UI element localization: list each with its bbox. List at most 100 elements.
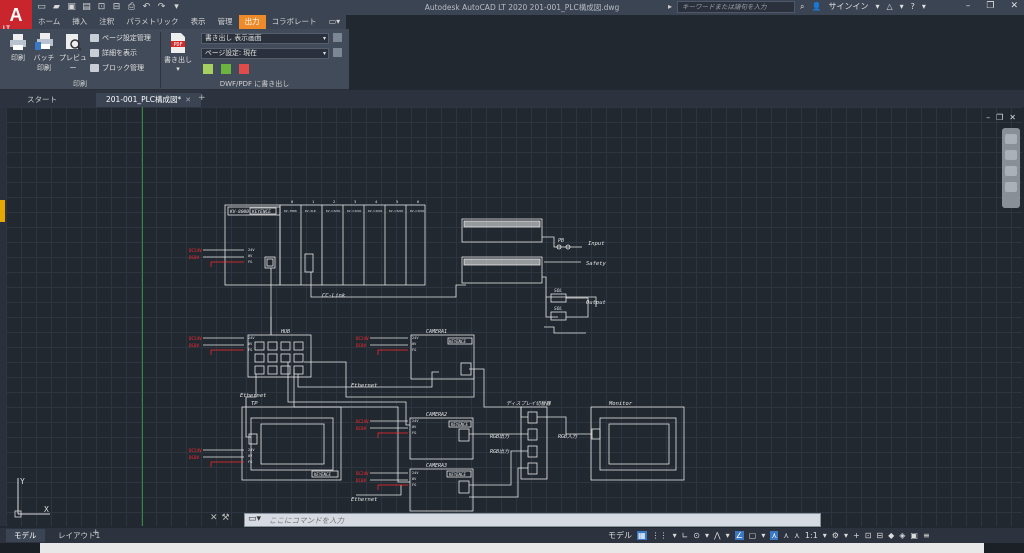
drawing-canvas[interactable]: KV-8000 KEYENCE Ethernet CC-Link HUB TP … xyxy=(6,107,1022,526)
hardware-acceleration-icon[interactable]: ◈ xyxy=(899,531,906,540)
chevron-down-icon[interactable]: ▾ xyxy=(921,2,926,11)
chevron-down-icon[interactable]: ▾ xyxy=(875,2,880,11)
details-button[interactable]: 詳細を表示 xyxy=(90,48,137,58)
block-manager-button[interactable]: ブロック管理 xyxy=(90,63,144,73)
add-layout-plus-icon[interactable]: + xyxy=(92,528,100,538)
batch-print-label-2: 印刷 xyxy=(37,64,51,72)
export-dwfx-icon[interactable] xyxy=(221,64,231,74)
close-icon[interactable]: ✕ xyxy=(210,513,218,523)
tab-ribbon-3[interactable]: パラメトリック xyxy=(126,17,179,26)
export-pdf-icon[interactable] xyxy=(239,64,249,74)
minimize-icon[interactable]: – xyxy=(986,113,991,122)
tab-ribbon-5[interactable]: 管理 xyxy=(217,17,233,26)
save-icon[interactable]: ▣ xyxy=(67,2,76,12)
customization-icon[interactable]: ≡ xyxy=(922,531,930,540)
page-setup-value: ページ設定: 現在 xyxy=(205,49,257,57)
export-dwf-icon[interactable] xyxy=(203,64,213,74)
chevron-down-icon[interactable]: ▾ xyxy=(822,531,827,540)
ribbon-minimize-icon[interactable]: ▭▾ xyxy=(328,17,341,26)
exchange-icon[interactable]: △ xyxy=(886,2,893,11)
chevron-down-icon[interactable]: ▾ xyxy=(899,2,904,11)
search-input[interactable]: キーワードまたは語句を入力 xyxy=(677,1,795,13)
orbit-icon[interactable] xyxy=(1005,182,1017,192)
object-snap-icon[interactable]: ▢ xyxy=(748,531,757,540)
search-expand-icon[interactable]: ▸ xyxy=(668,2,673,11)
signin-button[interactable]: サインイン xyxy=(828,2,869,11)
navigation-bar[interactable] xyxy=(1002,128,1020,208)
port-label: 24V xyxy=(248,448,255,452)
annotation-visibility-icon[interactable]: ⋏ xyxy=(770,531,779,540)
export-button[interactable]: PDF 書き出し▾ xyxy=(164,32,192,73)
new-file-icon[interactable]: ▭ xyxy=(37,2,46,12)
command-prompt-icon[interactable]: ▭▾ xyxy=(248,514,262,524)
chevron-down-icon[interactable]: ▾ xyxy=(725,531,730,540)
redo-icon[interactable]: ↷ xyxy=(157,2,166,12)
gear-icon[interactable]: ⚙ xyxy=(831,531,839,540)
tab-ribbon-2[interactable]: 注釈 xyxy=(99,17,115,26)
print-icon[interactable]: ⎙ xyxy=(127,2,136,12)
layout-tab-layout1[interactable]: レイアウト1 xyxy=(58,531,101,540)
auto-scale-icon[interactable]: ⋏ xyxy=(783,531,790,540)
chevron-down-icon[interactable]: ▾ xyxy=(761,531,766,540)
restore-icon[interactable]: ❐ xyxy=(986,1,995,11)
export-range-dropdown[interactable]: 書き出し 表示画面▾ xyxy=(201,33,329,44)
osnap-tracking-icon[interactable]: ∠ xyxy=(734,531,744,540)
annotation-scale-icon[interactable]: ⋏ xyxy=(794,531,800,540)
ethernet-label-hub: Ethernet xyxy=(351,383,378,389)
annotation-scale-value[interactable]: 1:1 xyxy=(804,531,818,540)
tab-ribbon-1[interactable]: 挿入 xyxy=(72,17,88,26)
preview-button[interactable]: プレビュー xyxy=(58,32,88,73)
polar-tracking-icon[interactable]: ⊙ xyxy=(693,531,700,540)
customize-qat-icon[interactable]: ▾ xyxy=(174,2,179,12)
page-setup-dropdown[interactable]: ページ設定: 現在 ▾ xyxy=(201,48,329,59)
tab-start[interactable]: スタート xyxy=(17,93,67,107)
open-folder-icon[interactable]: ▰ xyxy=(53,2,60,12)
page-setup-options-icon[interactable] xyxy=(333,48,342,57)
graphics-icon[interactable]: ⊟ xyxy=(876,531,884,540)
close-icon[interactable]: ✕ xyxy=(1010,1,1018,11)
ortho-icon[interactable]: ∟ xyxy=(681,531,689,540)
close-icon[interactable]: ✕ xyxy=(1009,113,1016,122)
isolate-objects-icon[interactable]: ◆ xyxy=(888,531,895,540)
model-space-button[interactable]: モデル xyxy=(608,531,632,540)
user-icon[interactable]: 👤 xyxy=(811,2,822,11)
tab-ribbon-4[interactable]: 表示 xyxy=(190,17,206,26)
steering-wheel-icon[interactable] xyxy=(1005,134,1017,144)
tab-drawing[interactable]: 201-001_PLC構成図*✕ xyxy=(96,93,202,107)
grid-icon[interactable]: ▦ xyxy=(637,531,647,540)
clean-screen-icon[interactable]: ▣ xyxy=(910,531,918,540)
page-setup-button[interactable]: ページ設定管理 xyxy=(90,33,151,43)
batch-print-button[interactable]: バッチ 印刷 xyxy=(32,32,56,73)
minimize-icon[interactable]: – xyxy=(965,1,971,11)
quick-properties-icon[interactable]: ⊡ xyxy=(864,531,872,540)
tab-ribbon-6[interactable]: 出力 xyxy=(238,15,266,29)
layout-tab-model[interactable]: モデル xyxy=(6,529,45,542)
close-icon[interactable]: ✕ xyxy=(185,96,192,104)
power-label: DC0V xyxy=(189,343,200,348)
save-as-icon[interactable]: ▤ xyxy=(82,2,91,12)
help-icon[interactable]: ? xyxy=(910,2,915,11)
chevron-down-icon[interactable]: ▾ xyxy=(843,531,848,540)
isometric-icon[interactable]: ⋀ xyxy=(714,531,721,540)
web-mobile-save-icon[interactable]: ⊟ xyxy=(112,2,121,12)
command-input[interactable] xyxy=(269,515,809,525)
pan-icon[interactable] xyxy=(1005,150,1017,160)
tab-ribbon-7[interactable]: コラボレート xyxy=(271,17,317,26)
search-icon[interactable]: ⌕ xyxy=(800,1,805,11)
new-tab-plus-icon[interactable]: + xyxy=(198,93,206,103)
wrench-icon[interactable]: ⚒ xyxy=(221,513,230,523)
port-label: 0V xyxy=(248,454,253,458)
web-mobile-open-icon[interactable]: ⊡ xyxy=(97,2,106,12)
monitor-outer-box xyxy=(590,406,685,481)
export-preview-icon[interactable] xyxy=(333,33,342,42)
chevron-down-icon: ▾ xyxy=(322,50,326,57)
plus-icon[interactable]: + xyxy=(852,531,860,540)
chevron-down-icon[interactable]: ▾ xyxy=(704,531,709,540)
restore-icon[interactable]: ❐ xyxy=(996,113,1004,122)
snap-icon[interactable]: ⋮⋮ xyxy=(651,531,668,540)
undo-icon[interactable]: ↶ xyxy=(142,2,151,12)
zoom-icon[interactable] xyxy=(1005,166,1017,176)
chevron-down-icon[interactable]: ▾ xyxy=(672,531,677,540)
tab-ribbon-0[interactable]: ホーム xyxy=(38,17,61,26)
print-button[interactable]: 印刷 xyxy=(6,32,30,63)
